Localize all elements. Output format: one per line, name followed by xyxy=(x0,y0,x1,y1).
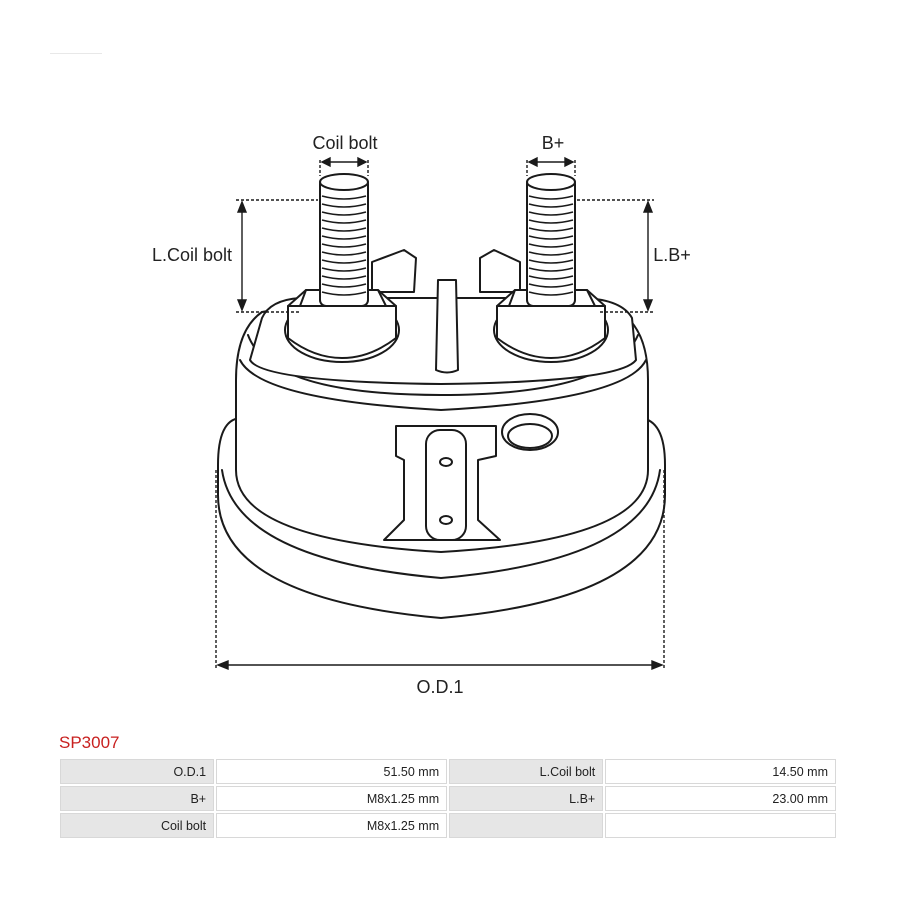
l-b-plus-label: L.B+ xyxy=(653,245,691,265)
spec-key: B+ xyxy=(60,786,215,811)
od1-label: O.D.1 xyxy=(416,677,463,697)
solenoid-cap-drawing: Coil bolt B+ L.Coil bolt L.B+ O.D.1 xyxy=(152,133,691,697)
spec-table: O.D.1 51.50 mm L.Coil bolt 14.50 mm B+ M… xyxy=(58,757,838,840)
spec-value: M8x1.25 mm xyxy=(216,813,448,838)
b-plus-label: B+ xyxy=(542,133,565,153)
spec-key: L.B+ xyxy=(449,786,604,811)
coil-bolt-label: Coil bolt xyxy=(312,133,377,153)
table-row: O.D.1 51.50 mm L.Coil bolt 14.50 mm xyxy=(60,759,836,784)
spec-value: 23.00 mm xyxy=(605,786,836,811)
spec-key: Coil bolt xyxy=(60,813,215,838)
table-row: Coil bolt M8x1.25 mm xyxy=(60,813,836,838)
spec-value: M8x1.25 mm xyxy=(216,786,448,811)
top-divider xyxy=(50,53,102,54)
spec-value: 51.50 mm xyxy=(216,759,448,784)
spec-value: 14.50 mm xyxy=(605,759,836,784)
table-row: B+ M8x1.25 mm L.B+ 23.00 mm xyxy=(60,786,836,811)
part-code: SP3007 xyxy=(59,733,120,752)
spec-key: O.D.1 xyxy=(60,759,215,784)
spec-key: L.Coil bolt xyxy=(449,759,604,784)
l-coil-bolt-label: L.Coil bolt xyxy=(152,245,232,265)
spec-value xyxy=(605,813,836,838)
spec-key xyxy=(449,813,604,838)
